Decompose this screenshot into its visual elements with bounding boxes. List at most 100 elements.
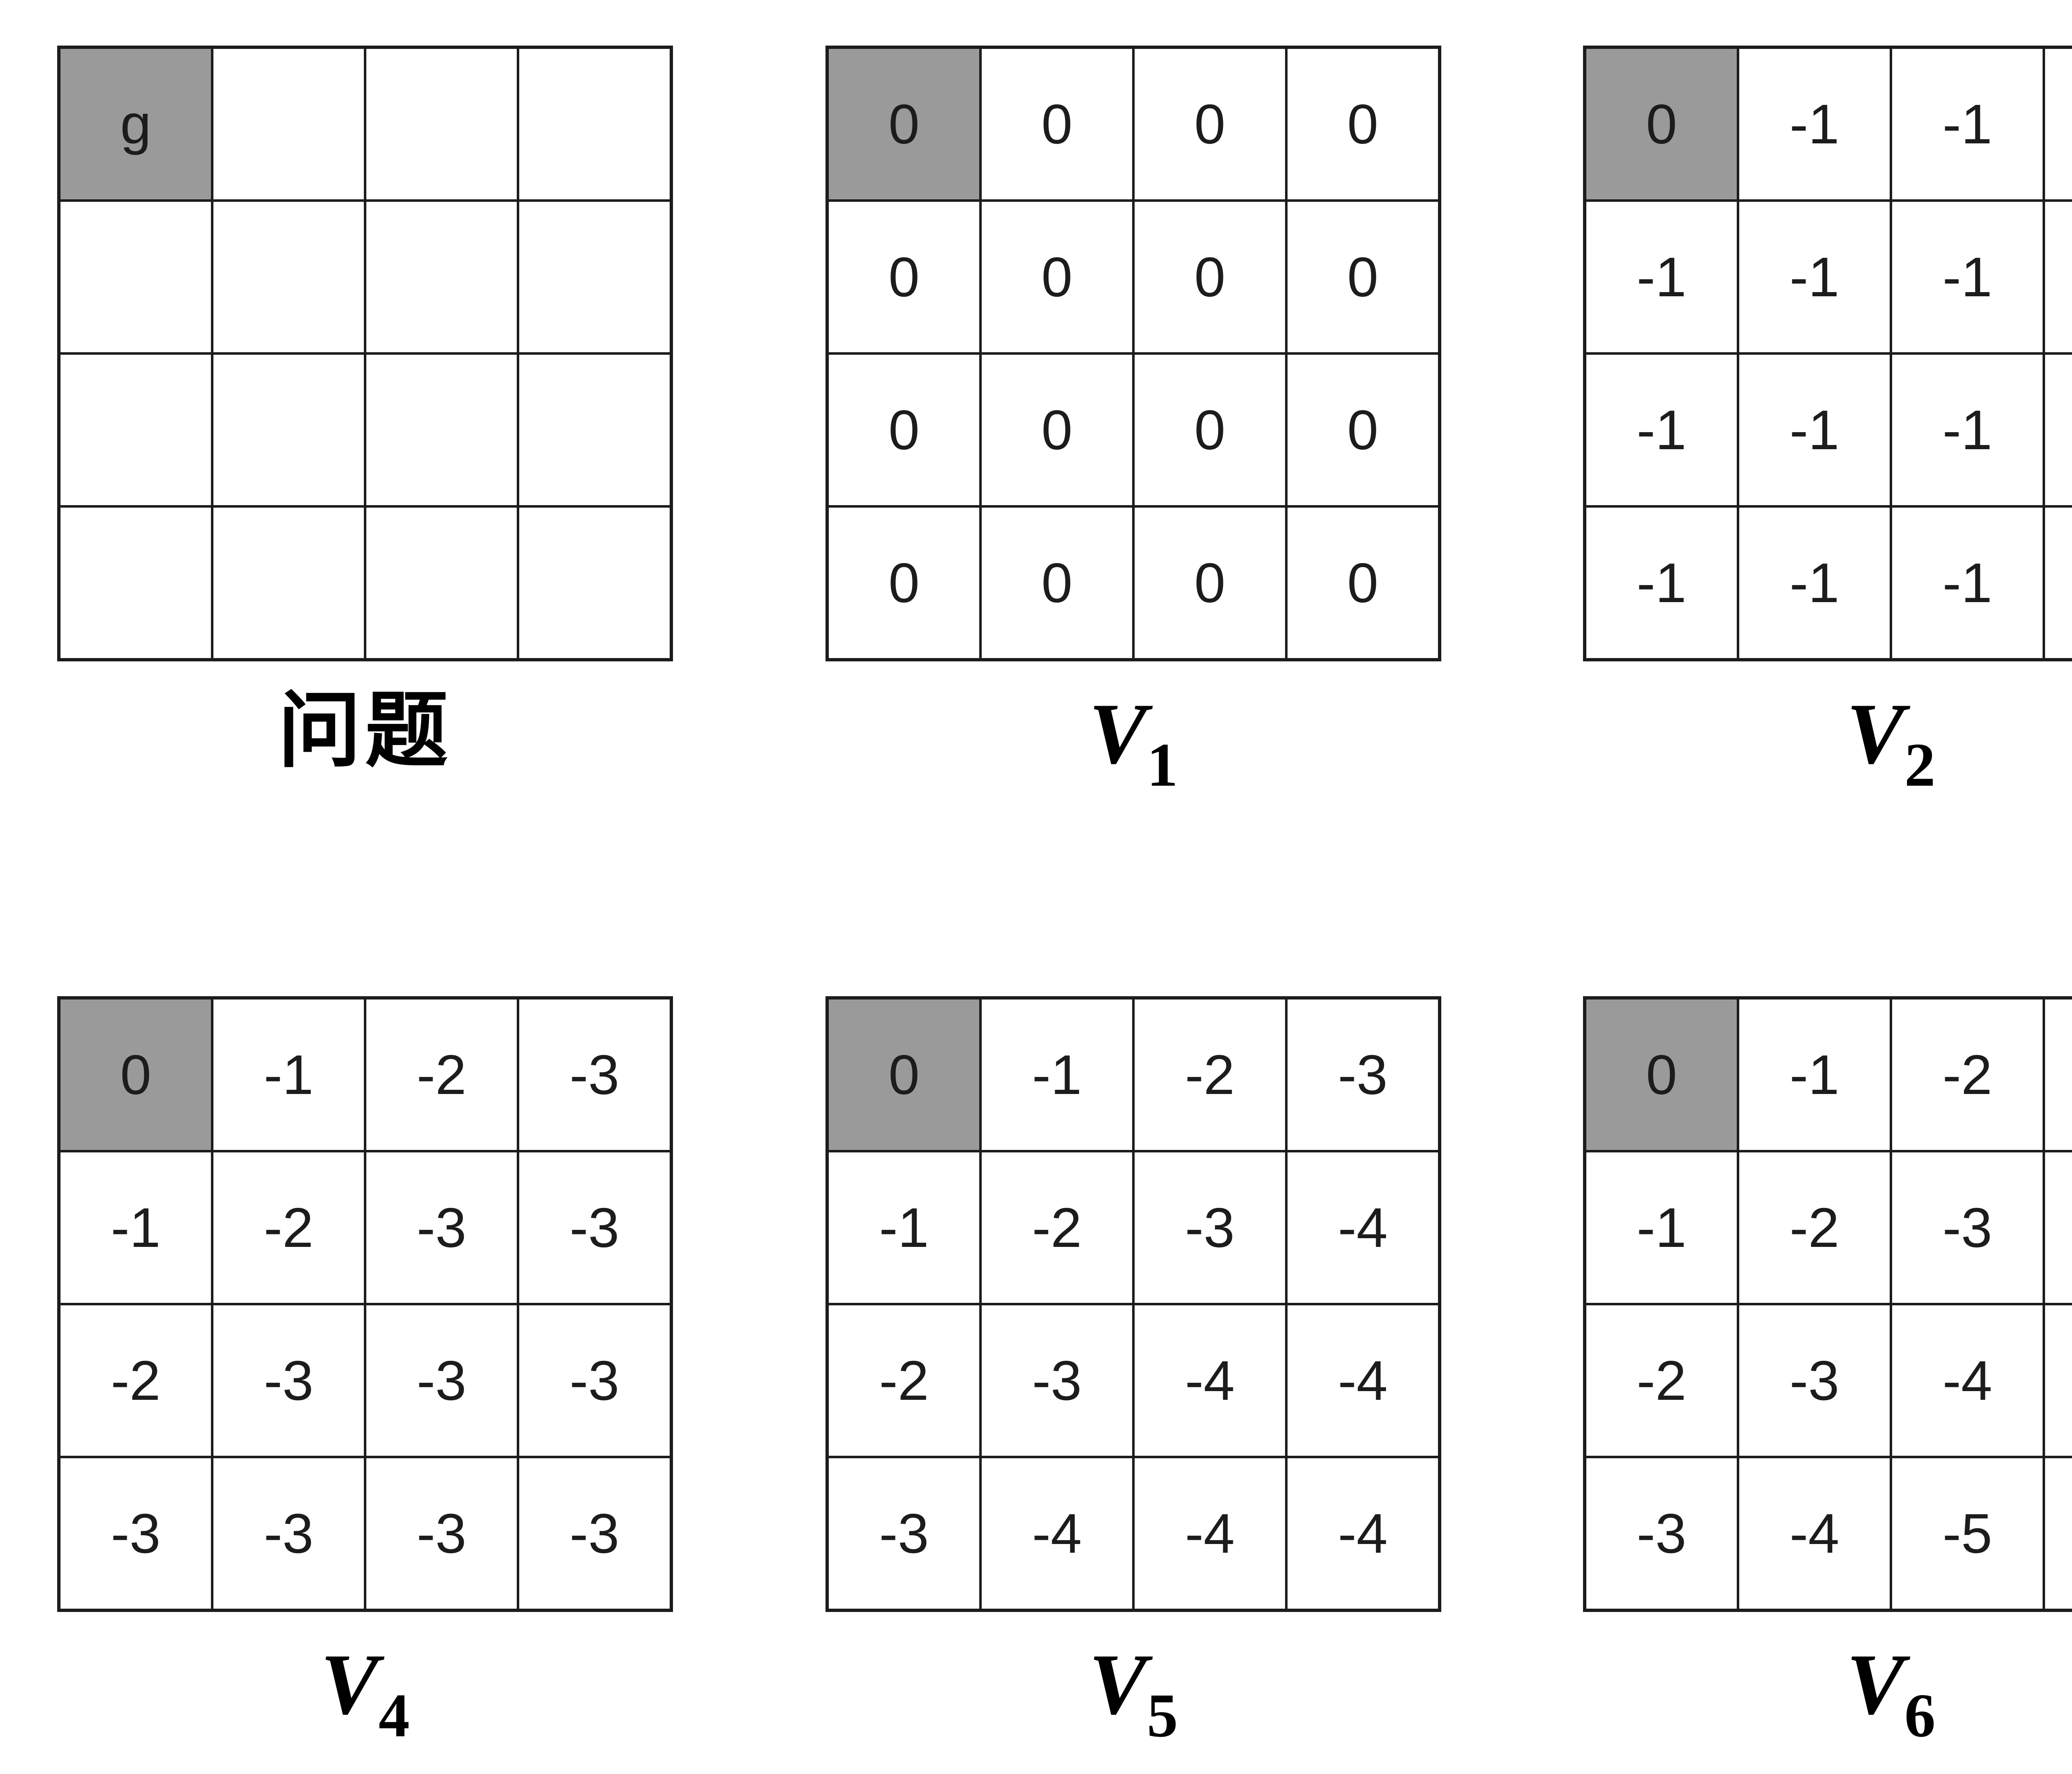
grid-label-subscript: 6 [1904, 1681, 1936, 1750]
grid-cell: g [61, 49, 211, 199]
grid-cell: -2 [829, 1305, 979, 1456]
grid-cell: 0 [982, 49, 1132, 199]
grid-cell [366, 355, 517, 505]
grid-cell: 0 [829, 49, 979, 199]
grid-cell: -4 [1135, 1458, 1285, 1609]
grid-unit-v2: 0-1-1-1-1-1-1-1-1-1-1-1-1-1-1-1 V2 [1583, 46, 2072, 815]
grid-cell: -1 [1586, 355, 1737, 505]
grid-cell: -1 [1739, 202, 1890, 352]
grid-cell: 0 [829, 355, 979, 505]
grid-cell: -1 [1586, 508, 1737, 658]
grid-cell: -3 [61, 1458, 211, 1609]
grid-cell: -4 [982, 1458, 1132, 1609]
grid-cell: 0 [1586, 49, 1737, 199]
grid-cell: -3 [213, 1305, 364, 1456]
grid-cell [519, 355, 670, 505]
grid-cell: 0 [1135, 49, 1285, 199]
grid-cell: -1 [1739, 355, 1890, 505]
grid-unit-v5: 0-1-2-3-1-2-3-4-2-3-4-4-3-4-4-4 V5 [825, 996, 1441, 1765]
grid-cell: -1 [1586, 1152, 1737, 1303]
grid-cell: 0 [982, 355, 1132, 505]
grid-cell: 0 [1586, 1000, 1737, 1150]
grid-cell: 0 [982, 202, 1132, 352]
grid-label-v5: V5 [825, 1641, 1441, 1765]
grid-cell: 0 [829, 202, 979, 352]
grid-label-text: V [1846, 1636, 1905, 1733]
grid-cell: -3 [519, 1152, 670, 1303]
grid-label-subscript: 5 [1147, 1681, 1178, 1750]
grid-cell: -1 [1739, 1000, 1890, 1150]
grid-cell: -3 [2045, 1000, 2072, 1150]
grid-cell: -3 [1288, 1000, 1438, 1150]
grid-cell: -4 [1892, 1305, 2043, 1456]
grid-cell: -2 [213, 1152, 364, 1303]
grid-cell: -3 [982, 1305, 1132, 1456]
problem-grid: g [57, 46, 673, 661]
grid-cell: 0 [982, 508, 1132, 658]
grid-cell [213, 49, 364, 199]
grid-cell: 0 [1135, 508, 1285, 658]
grid-cell: -3 [1135, 1152, 1285, 1303]
grid-cell [61, 355, 211, 505]
grid-cell [213, 508, 364, 658]
grid-cell [519, 508, 670, 658]
grid-cell: -5 [1892, 1458, 2043, 1609]
grid-cell: 0 [1288, 508, 1438, 658]
grid-cell [61, 202, 211, 352]
grid-cell: -4 [1288, 1305, 1438, 1456]
grid-cell: -1 [2045, 49, 2072, 199]
grid-cell: -1 [1739, 49, 1890, 199]
grid-label-subscript: 4 [378, 1681, 410, 1750]
grid-cell: 0 [1135, 355, 1285, 505]
value-grid-v4: 0-1-2-3-1-2-3-3-2-3-3-3-3-3-3-3 [57, 996, 673, 1612]
grid-cell: -1 [2045, 355, 2072, 505]
grid-cell: -1 [61, 1152, 211, 1303]
value-grid-v2: 0-1-1-1-1-1-1-1-1-1-1-1-1-1-1-1 [1583, 46, 2072, 661]
grid-cell: 0 [61, 1000, 211, 1150]
grid-cell: -5 [2045, 1458, 2072, 1609]
grid-label-v4: V4 [57, 1641, 673, 1765]
grid-cell: -1 [1892, 202, 2043, 352]
grid-cell: -1 [1739, 508, 1890, 658]
grid-label-subscript: 1 [1147, 731, 1178, 799]
grid-cell: -4 [1288, 1152, 1438, 1303]
grid-cell: -2 [366, 1000, 517, 1150]
value-grid-v5: 0-1-2-3-1-2-3-4-2-3-4-4-3-4-4-4 [825, 996, 1441, 1612]
grid-cell: -2 [1135, 1000, 1285, 1150]
grid-label-text: V [1089, 686, 1147, 782]
grid-cell: 0 [829, 1000, 979, 1150]
grid-cell: -3 [1586, 1458, 1737, 1609]
grid-cell: -3 [519, 1458, 670, 1609]
grid-cell: -1 [829, 1152, 979, 1303]
grid-cell: -2 [1739, 1152, 1890, 1303]
grid-label-text: V [1846, 686, 1905, 782]
grid-label-text: V [1089, 1636, 1147, 1733]
grid-label-problem: 问题 [57, 690, 673, 815]
grid-cell: -2 [61, 1305, 211, 1456]
grid-cell [213, 202, 364, 352]
grid-cell [366, 508, 517, 658]
grid-label-text: V [320, 1636, 379, 1733]
grid-cell: -4 [1135, 1305, 1285, 1456]
grid-label-text: 问题 [278, 686, 452, 777]
grid-cell: -1 [1892, 355, 2043, 505]
grid-label-v6: V6 [1583, 1641, 2072, 1765]
grid-cell [213, 355, 364, 505]
grid-cell: -3 [1739, 1305, 1890, 1456]
grid-cell: -3 [213, 1458, 364, 1609]
grid-label-v1: V1 [825, 690, 1441, 815]
grid-cell: -3 [366, 1152, 517, 1303]
grid-cell: -4 [2045, 1152, 2072, 1303]
grid-cell: -1 [2045, 202, 2072, 352]
grid-cell: -3 [366, 1305, 517, 1456]
grid-cell: 0 [829, 508, 979, 658]
grid-cell: -4 [1288, 1458, 1438, 1609]
grid-cell [366, 49, 517, 199]
grid-label-subscript: 2 [1904, 731, 1936, 799]
grid-unit-problem: g 问题 [57, 46, 673, 815]
grid-cell: -1 [1892, 508, 2043, 658]
grid-cell: -2 [1892, 1000, 2043, 1150]
grid-label-v2: V2 [1583, 690, 2072, 815]
grid-unit-v6: 0-1-2-3-1-2-3-4-2-3-4-5-3-4-5-5 V6 [1583, 996, 2072, 1765]
